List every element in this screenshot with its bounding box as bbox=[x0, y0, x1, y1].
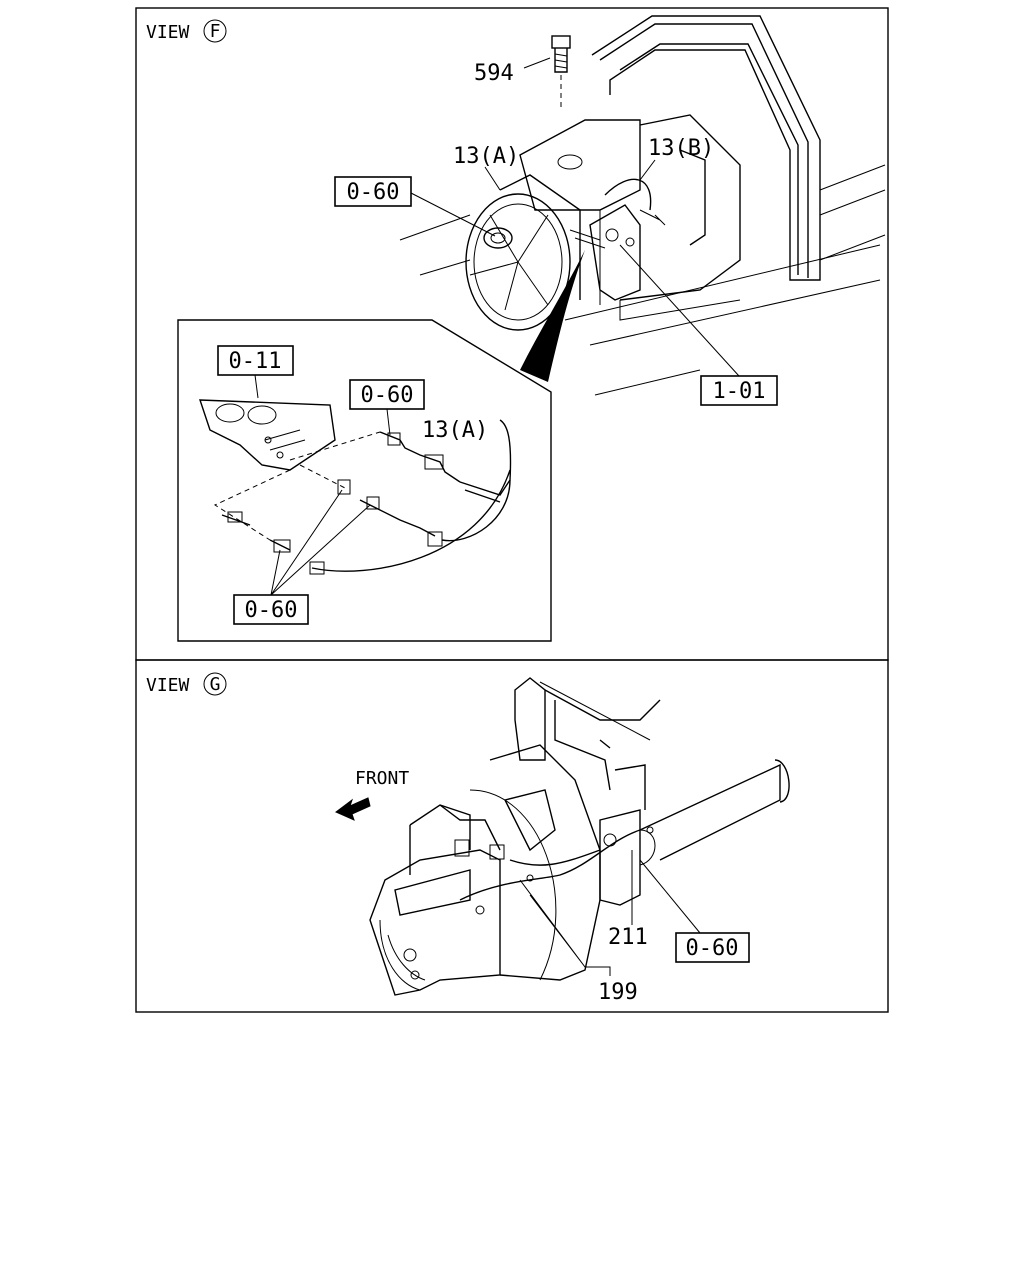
view-g-frame bbox=[135, 659, 889, 1013]
svg-text:0-60: 0-60 bbox=[347, 180, 400, 205]
svg-text:0-60: 0-60 bbox=[361, 383, 414, 408]
label-594: 594 bbox=[474, 61, 514, 86]
ref-box-0-60-view-g: 0-60 bbox=[675, 932, 750, 963]
front-arrow-icon bbox=[335, 797, 371, 821]
bolt-594 bbox=[523, 35, 571, 110]
ref-box-0-60-inset-b: 0-60 bbox=[233, 594, 309, 625]
transmission-drawing bbox=[369, 677, 790, 996]
svg-text:0-60: 0-60 bbox=[245, 598, 298, 623]
engine-drawing bbox=[465, 114, 741, 331]
ref-box-0-60-inset-a: 0-60 bbox=[349, 379, 425, 410]
label-199: 199 bbox=[598, 980, 638, 1005]
inset-frame bbox=[177, 319, 552, 642]
view-f-frame bbox=[135, 7, 889, 661]
front-label: FRONT bbox=[355, 768, 409, 789]
svg-text:VIEW: VIEW bbox=[146, 675, 190, 696]
view-g-title: VIEW G bbox=[146, 672, 227, 696]
label-13a: 13(A) bbox=[453, 144, 519, 169]
view-f-title: VIEW F bbox=[146, 19, 227, 43]
svg-text:0-11: 0-11 bbox=[229, 349, 282, 374]
leader-199 bbox=[519, 879, 611, 976]
leader-0-60-inset-a bbox=[386, 408, 391, 436]
inset-pointer bbox=[520, 250, 585, 382]
leader-13b bbox=[639, 159, 656, 181]
ref-box-1-01: 1-01 bbox=[700, 375, 778, 406]
ref-box-0-60-top: 0-60 bbox=[334, 176, 412, 207]
label-inset-13a: 13(A) bbox=[422, 418, 488, 443]
leader-13a bbox=[484, 166, 501, 191]
chassis-frame-drawing bbox=[399, 15, 886, 396]
label-13b: 13(B) bbox=[648, 136, 714, 161]
leaders-0-60-inset-b bbox=[270, 489, 371, 596]
svg-text:0-60: 0-60 bbox=[686, 936, 739, 961]
label-211: 211 bbox=[608, 925, 648, 950]
svg-text:F: F bbox=[210, 21, 221, 42]
leader-1-01 bbox=[619, 244, 740, 377]
leader-0-60-view-g bbox=[639, 859, 701, 934]
inset-drawing bbox=[199, 399, 512, 575]
ref-box-0-11: 0-11 bbox=[217, 345, 294, 376]
svg-text:1-01: 1-01 bbox=[713, 379, 766, 404]
svg-text:VIEW: VIEW bbox=[146, 22, 190, 43]
leader-0-60-top bbox=[410, 192, 496, 237]
leader-0-11 bbox=[254, 374, 259, 399]
svg-text:G: G bbox=[210, 674, 221, 695]
